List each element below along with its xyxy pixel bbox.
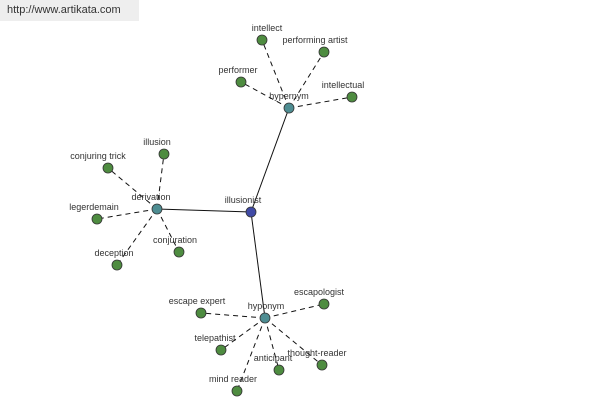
root-label-illusionist: illusionist [225,195,262,205]
leaf-label-illusion: illusion [143,137,171,147]
leaf-node-conjuration[interactable] [173,246,185,258]
leaf-node-performer[interactable] [235,76,247,88]
edge-derivation-illusion [156,153,165,210]
leaf-node-telepathist[interactable] [215,344,227,356]
leaf-node-escapologist[interactable] [318,298,330,310]
leaf-node-escape-expert[interactable] [195,307,207,319]
edge-hypernym-intellect [261,39,290,109]
leaf-label-mind-reader: mind reader [209,374,257,384]
edge-hypernym-performer [240,81,290,109]
leaf-node-conjuring-trick[interactable] [102,162,114,174]
edge-derivation-conjuring-trick [107,167,158,210]
leaf-label-intellectual: intellectual [322,80,365,90]
edge-root-derivation [156,208,252,213]
hub-node-hypernym[interactable] [283,102,295,114]
hub-label-hyponym: hyponym [248,301,285,311]
leaf-label-intellect: intellect [252,23,283,33]
leaf-label-conjuration: conjuration [153,235,197,245]
leaf-label-performing-artist: performing artist [282,35,348,45]
watermark-url: http://www.artikata.com [0,0,139,21]
leaf-label-deception: deception [94,248,133,258]
edge-hyponym-mind-reader [236,317,266,392]
edge-derivation-deception [116,208,158,266]
leaf-node-intellectual[interactable] [346,91,358,103]
graph-edges [96,39,353,392]
leaf-node-deception[interactable] [111,259,123,271]
hub-label-hypernym: hypernym [269,91,309,101]
leaf-label-telepathist: telepathist [194,333,236,343]
edge-hyponym-thought-reader [264,317,323,366]
hub-label-derivation: derivation [131,192,170,202]
graph-labels: intellect performing artist performer intel… [69,23,364,384]
edge-hypernym-intellectual [288,96,353,109]
edge-hyponym-escapologist [264,303,325,319]
leaf-node-legerdemain[interactable] [91,213,103,225]
hub-node-hyponym[interactable] [259,312,271,324]
leaf-label-conjuring-trick: conjuring trick [70,151,126,161]
leaf-node-intellect[interactable] [256,34,268,46]
hub-node-derivation[interactable] [151,203,163,215]
root-node-illusionist[interactable] [245,206,257,218]
leaf-node-performing-artist[interactable] [318,46,330,58]
leaf-label-legerdemain: legerdemain [69,202,119,212]
leaf-label-escape-expert: escape expert [169,296,226,306]
graph-nodes [91,34,358,397]
leaf-node-thought-reader[interactable] [316,359,328,371]
edge-hypernym-performing-artist [288,51,325,109]
edge-root-hypernym [250,107,290,213]
leaf-label-anticipant: anticipant [254,353,293,363]
leaf-label-thought-reader: thought-reader [287,348,346,358]
edge-hyponym-telepathist [220,317,266,351]
leaf-node-anticipant[interactable] [273,364,285,376]
leaf-node-mind-reader[interactable] [231,385,243,397]
leaf-label-performer: performer [218,65,257,75]
edge-hyponym-escape-expert [200,312,266,319]
edge-root-hyponym [250,211,266,319]
leaf-node-illusion[interactable] [158,148,170,160]
leaf-label-escapologist: escapologist [294,287,345,297]
edge-derivation-conjuration [156,208,180,253]
edge-derivation-legerdemain [96,208,158,220]
